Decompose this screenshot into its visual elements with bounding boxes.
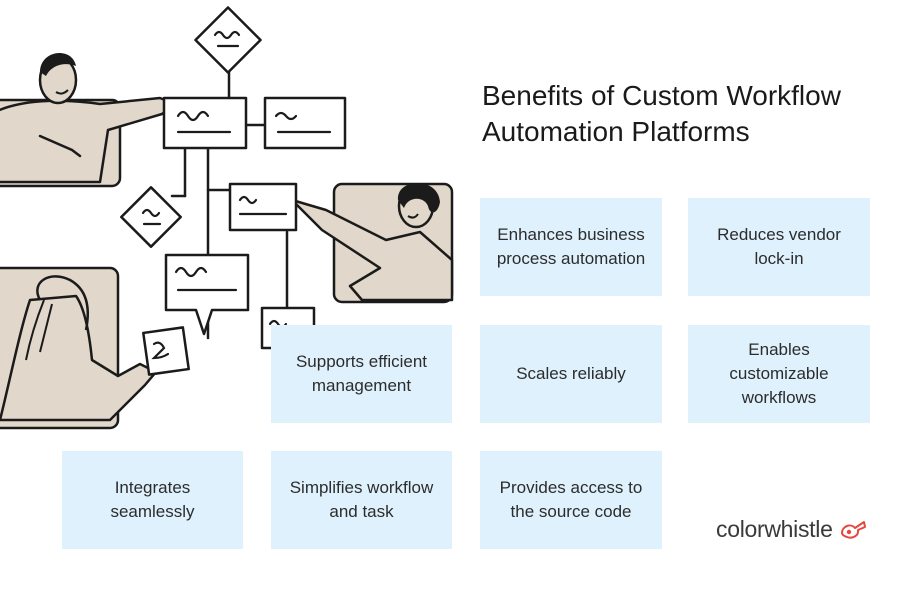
flow-speech-box: [164, 253, 250, 336]
benefit-card-vendor-lock-in: Reduces vendor lock-in: [688, 198, 870, 296]
benefit-card-customizable-workflows: Enables customizable workflows: [688, 325, 870, 423]
logo-text-color: color: [716, 515, 765, 542]
benefit-card-source-code-access: Provides access to the source code: [480, 451, 662, 549]
flow-note: [142, 326, 190, 376]
flow-diamond-top: [194, 6, 262, 74]
page-title: Benefits of Custom Workflow Automation P…: [482, 78, 882, 150]
benefit-card-scales-reliably: Scales reliably: [480, 325, 662, 423]
person-bottom-left-figure: [0, 266, 158, 430]
benefit-card-efficient-management: Supports efficient management: [271, 325, 452, 423]
title-line-2: Automation Platforms: [482, 116, 750, 147]
title-line-1: Benefits of Custom Workflow: [482, 80, 841, 111]
person-right-figure: [290, 182, 454, 304]
flow-box-3: [228, 182, 298, 232]
flow-diamond-left: [120, 186, 182, 248]
logo-text-whistle: whistle: [764, 515, 833, 542]
whistle-icon: [840, 521, 866, 539]
benefit-card-process-automation: Enhances business process automation: [480, 198, 662, 296]
benefit-card-integrates-seamlessly: Integrates seamlessly: [62, 451, 243, 549]
workflow-illustration: [0, 6, 454, 430]
benefit-card-simplifies-workflow: Simplifies workflow and task: [271, 451, 452, 549]
flow-box-2: [263, 96, 347, 150]
flow-box-1: [162, 96, 248, 150]
person-top-left-figure: [0, 53, 177, 188]
